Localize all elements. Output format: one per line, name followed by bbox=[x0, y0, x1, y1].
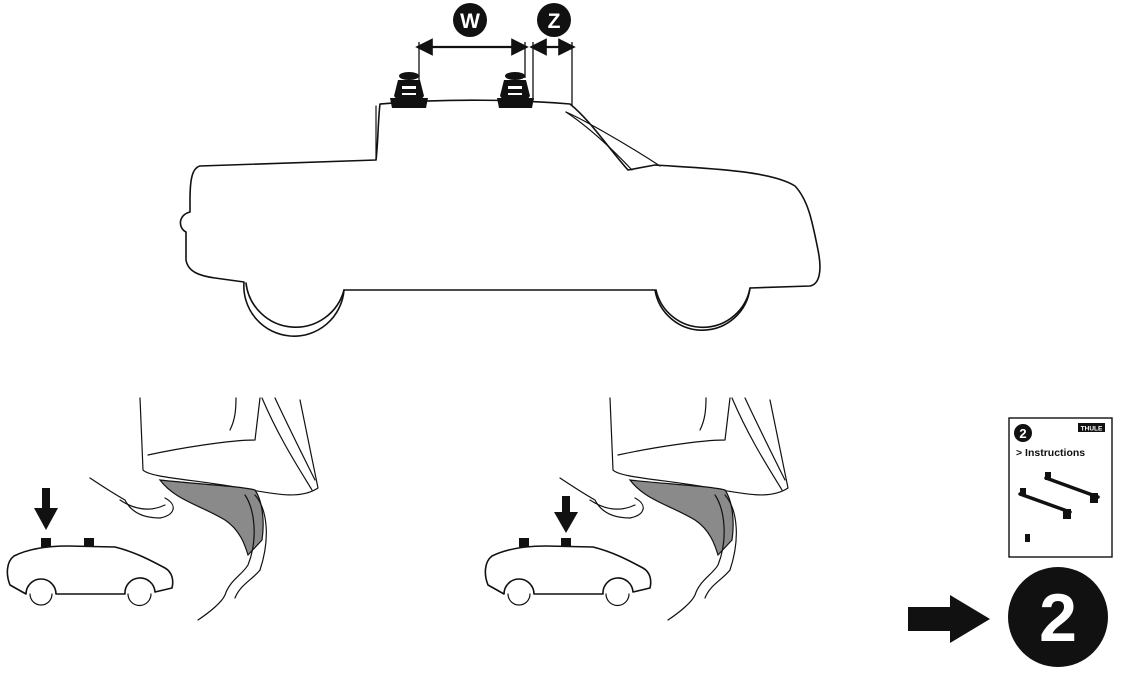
closeup-left bbox=[89, 397, 319, 621]
roof-foot-rear-icon bbox=[497, 72, 534, 108]
arrow-down-icon-middle bbox=[554, 496, 578, 533]
truck-side-view bbox=[179, 99, 821, 337]
z-badge bbox=[537, 3, 571, 37]
hatchback-middle bbox=[484, 538, 652, 607]
hatchback-left bbox=[6, 538, 174, 607]
next-step-number: 2 bbox=[1039, 580, 1077, 656]
measure-z: Z bbox=[529, 3, 576, 106]
w-label: W bbox=[460, 10, 480, 33]
measure-w: W bbox=[415, 3, 529, 82]
booklet-step-number: 2 bbox=[1019, 426, 1026, 441]
next-step-badge: 2 bbox=[1008, 567, 1108, 667]
instructions-booklet: 2 THULE > Instructions bbox=[1008, 417, 1113, 558]
roof-foot-front-icon bbox=[390, 72, 428, 108]
roof-bars-icon bbox=[1018, 472, 1100, 519]
booklet-title: > Instructions bbox=[1016, 447, 1085, 459]
z-label: Z bbox=[548, 10, 561, 33]
arrow-right-icon bbox=[908, 595, 990, 643]
small-part-icon bbox=[1025, 534, 1030, 542]
closeup-middle bbox=[559, 397, 789, 621]
booklet-brand: THULE bbox=[1081, 426, 1103, 433]
w-badge bbox=[453, 3, 487, 37]
arrow-down-icon bbox=[34, 488, 58, 530]
